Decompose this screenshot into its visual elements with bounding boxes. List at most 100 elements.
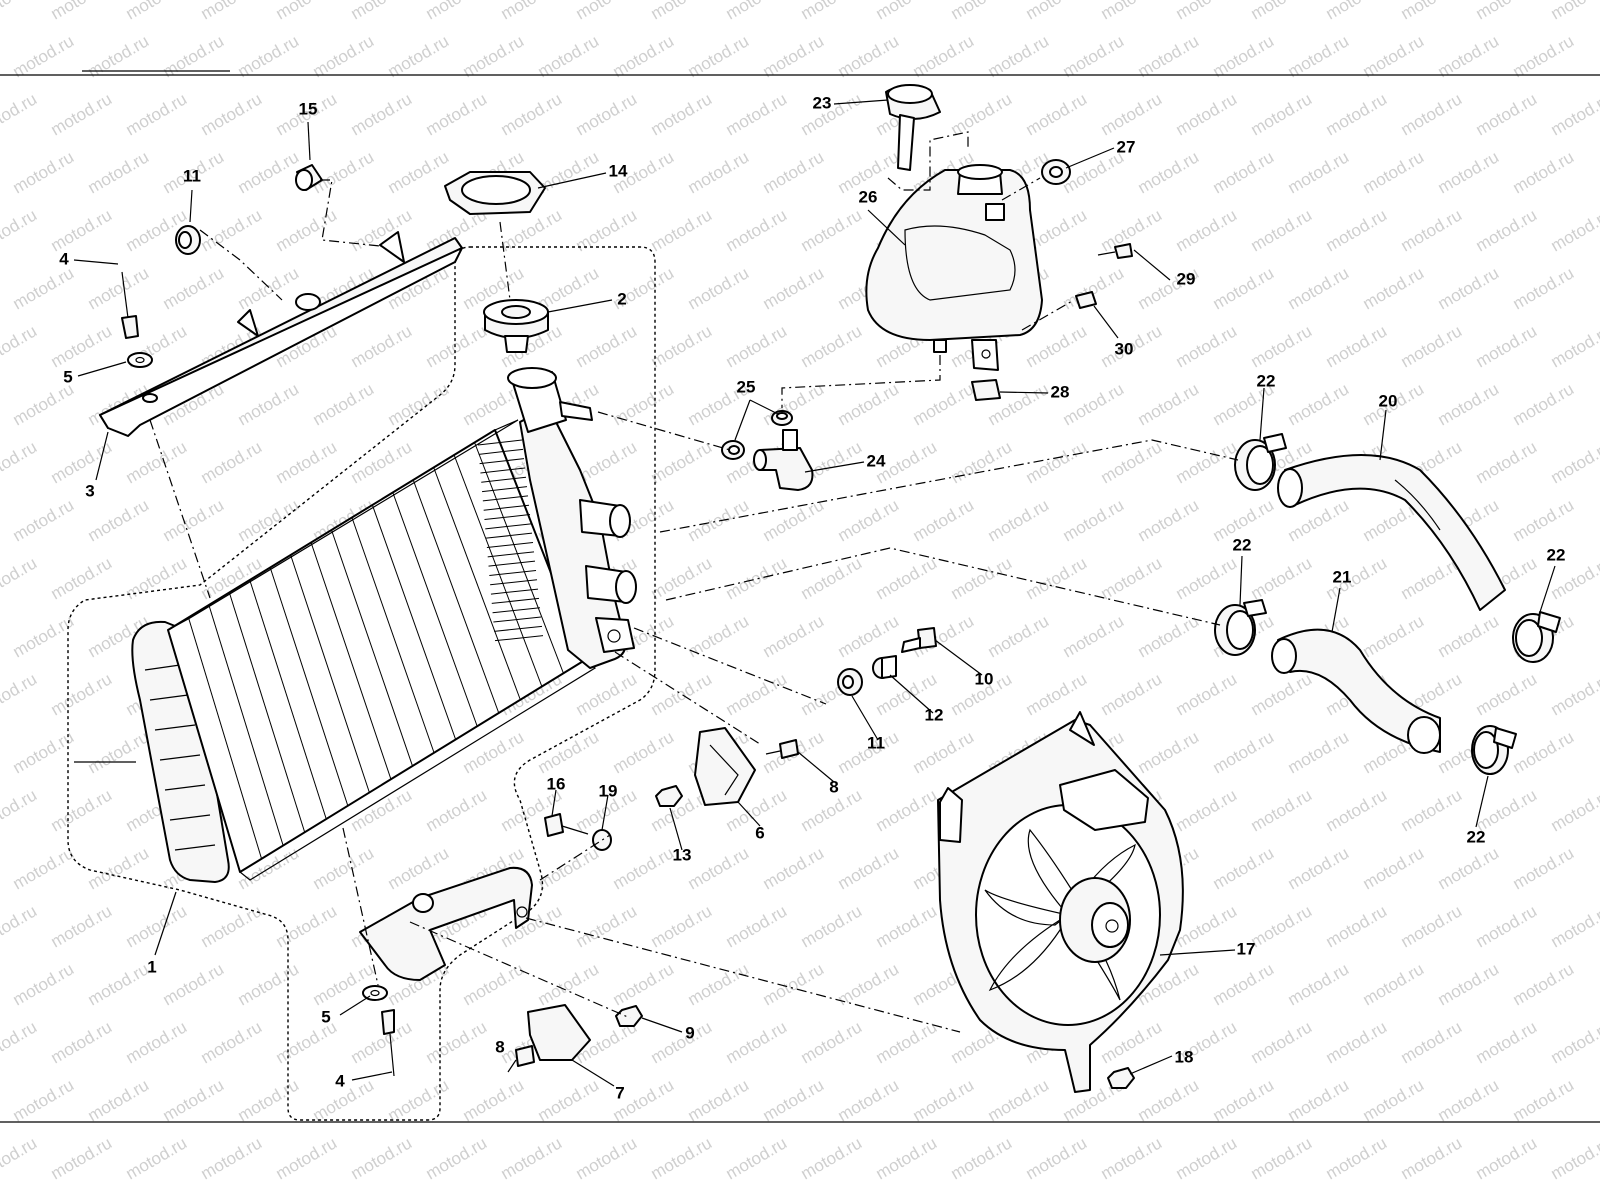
watermark-text: motod.ru xyxy=(1398,321,1466,371)
watermark-text: motod.ru xyxy=(1435,1075,1503,1125)
watermark-text: motod.ru xyxy=(1473,437,1541,487)
clamp-22b xyxy=(1214,599,1267,656)
tank-cap-23 xyxy=(885,84,941,171)
filler-neck-rim xyxy=(507,367,557,389)
lower-bracket xyxy=(359,866,533,981)
watermark-text: motod.ru xyxy=(1435,31,1503,81)
watermark-text: motod.ru xyxy=(798,321,866,371)
watermark-text: motod.ru xyxy=(273,205,341,255)
watermark-text: motod.ru xyxy=(1510,959,1578,1009)
watermark-text: motod.ru xyxy=(1323,1133,1391,1183)
clamp-22d xyxy=(1471,725,1517,775)
watermark-text: motod.ru xyxy=(460,727,528,777)
rivet-4-bottom xyxy=(381,1009,395,1077)
watermark-text: motod.ru xyxy=(723,901,791,951)
watermark-text: motod.ru xyxy=(348,321,416,371)
watermark-text: motod.ru xyxy=(160,495,228,545)
watermark-text: motod.ru xyxy=(873,1133,941,1183)
tank-nipple xyxy=(985,203,1005,221)
watermark-text: motod.ru xyxy=(1323,205,1391,255)
watermark-text: motod.ru xyxy=(1435,843,1503,893)
watermark-text: motod.ru xyxy=(10,147,78,197)
watermark-text: motod.ru xyxy=(835,31,903,81)
watermark-text: motod.ru xyxy=(798,0,866,23)
watermark-text: motod.ru xyxy=(1510,727,1578,777)
watermark-text: motod.ru xyxy=(910,31,978,81)
clamp-25a xyxy=(771,410,793,426)
watermark-text: motod.ru xyxy=(85,147,153,197)
watermark-text: motod.ru xyxy=(760,147,828,197)
watermark-text: motod.ru xyxy=(348,1133,416,1183)
bolt-8-lower xyxy=(515,1045,535,1067)
watermark-text: motod.ru xyxy=(85,31,153,81)
watermark-text: motod.ru xyxy=(1023,1133,1091,1183)
watermark-text: motod.ru xyxy=(1098,553,1166,603)
watermark-text: motod.ru xyxy=(0,1017,40,1067)
watermark-text: motod.ru xyxy=(873,785,941,835)
callout-25: 25 xyxy=(737,377,756,396)
radiator-fin-band xyxy=(494,625,543,632)
watermark-text: motod.ru xyxy=(10,495,78,545)
watermark-text: motod.ru xyxy=(198,89,266,139)
radiator-tube xyxy=(249,579,327,820)
watermark-text: motod.ru xyxy=(1398,901,1466,951)
watermark-text: motod.ru xyxy=(1098,437,1166,487)
watermark-text: motod.ru xyxy=(1323,1017,1391,1067)
watermark-text: motod.ru xyxy=(85,727,153,777)
watermark-text: motod.ru xyxy=(1435,611,1503,661)
radiator-fins xyxy=(187,439,564,859)
watermark-text: motod.ru xyxy=(1510,263,1578,313)
watermark-text: motod.ru xyxy=(1248,205,1316,255)
watermark-text: motod.ru xyxy=(0,669,40,719)
clamp-25b xyxy=(721,440,745,460)
watermark-text: motod.ru xyxy=(760,843,828,893)
watermark-text: motod.ru xyxy=(160,31,228,81)
watermark-text: motod.ru xyxy=(910,1075,978,1125)
radiator-fin-band xyxy=(493,616,542,623)
watermark-text: motod.ru xyxy=(1548,437,1600,487)
hose-21 xyxy=(1271,628,1441,754)
watermark-text: motod.ru xyxy=(1323,321,1391,371)
callout-3: 3 xyxy=(85,481,94,500)
watermark-text: motod.ru xyxy=(1398,0,1466,23)
watermark-text: motod.ru xyxy=(685,843,753,893)
watermark-text: motod.ru xyxy=(1398,785,1466,835)
callout-19: 19 xyxy=(599,781,618,800)
watermark-text: motod.ru xyxy=(685,31,753,81)
bracket-grommet-seat xyxy=(295,293,321,311)
watermark-text: motod.ru xyxy=(423,89,491,139)
tank-neck-rim xyxy=(957,164,1003,180)
watermark-text: motod.ru xyxy=(348,437,416,487)
watermark-text: motod.ru xyxy=(1023,553,1091,603)
watermark-text: motod.ru xyxy=(0,0,40,23)
watermark-text: motod.ru xyxy=(198,205,266,255)
watermark-text: motod.ru xyxy=(198,1133,266,1183)
watermark-text: motod.ru xyxy=(10,31,78,81)
bracket-ear-right xyxy=(379,231,405,263)
nut-30 xyxy=(1075,291,1097,309)
watermark-text: motod.ru xyxy=(1510,843,1578,893)
watermark-text: motod.ru xyxy=(1023,0,1091,23)
watermark-text: motod.ru xyxy=(573,0,641,23)
fan-hub xyxy=(1105,919,1119,933)
watermark-text: motod.ru xyxy=(760,611,828,661)
callout-9: 9 xyxy=(685,1023,694,1042)
tank-recess xyxy=(904,225,1016,301)
watermark-text: motod.ru xyxy=(1210,843,1278,893)
watermark-text: motod.ru xyxy=(1135,727,1203,777)
callout-21: 21 xyxy=(1333,567,1352,586)
watermark-text: motod.ru xyxy=(423,321,491,371)
watermark-text: motod.ru xyxy=(1360,1075,1428,1125)
watermark-text: motod.ru xyxy=(1248,89,1316,139)
watermark-text: motod.ru xyxy=(460,959,528,1009)
watermark-text: motod.ru xyxy=(1060,611,1128,661)
bracket-7 xyxy=(527,1004,591,1061)
callout-10: 10 xyxy=(975,669,994,688)
radiator-tube xyxy=(351,517,435,753)
radiator-left-tank xyxy=(131,620,230,883)
radiator-fin-band xyxy=(481,476,527,483)
watermark-text: motod.ru xyxy=(1360,31,1428,81)
watermark-text: motod.ru xyxy=(835,611,903,661)
watermark-text: motod.ru xyxy=(798,553,866,603)
watermark-text: motod.ru xyxy=(1285,727,1353,777)
